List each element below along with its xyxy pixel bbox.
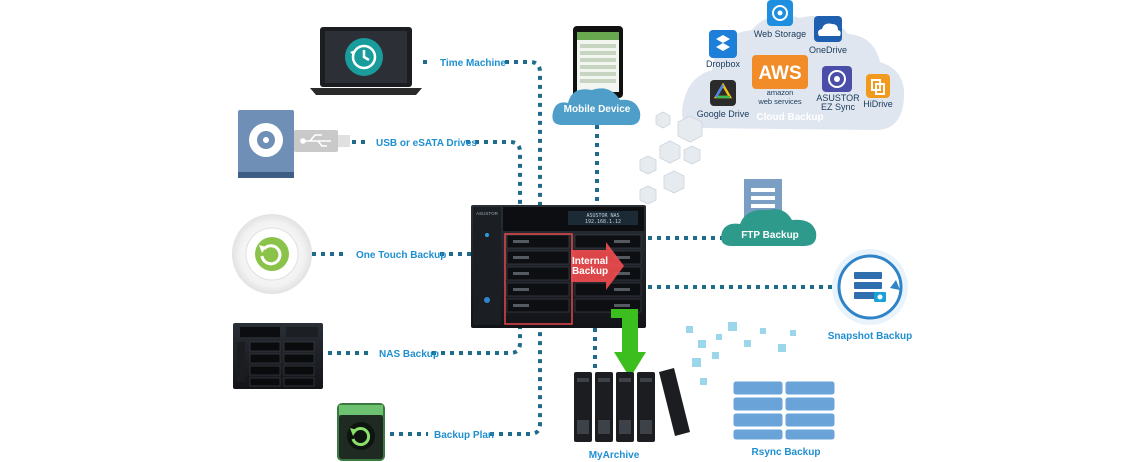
line-usb-drives: [352, 140, 522, 205]
sync-icon: [347, 422, 375, 450]
label-aws-line2: web services: [757, 97, 802, 106]
mobile-device-cloud: Mobile Device: [552, 88, 641, 126]
mobile-phone: [573, 26, 623, 98]
google-drive-icon: [710, 80, 736, 106]
ftp-server: FTP Backup: [721, 179, 817, 246]
aws-icon: [752, 55, 808, 89]
nas-device-small: [233, 323, 323, 389]
nas-lcd-line1: ASUSTOR NAS: [586, 213, 619, 219]
label-internal-backup-1: Internal: [572, 256, 608, 267]
label-asustor-line2: EZ Sync: [821, 102, 856, 112]
snapshot-icon: [832, 249, 908, 325]
cloud-backup-title: Cloud Backup: [756, 112, 823, 123]
myarchive-arrow: [611, 309, 646, 378]
label-snapshot-backup: Snapshot Backup: [828, 331, 912, 342]
label-asustor-line1: ASUSTOR: [816, 93, 860, 103]
label-web-storage: Web Storage: [754, 29, 806, 39]
label-rsync-backup: Rsync Backup: [752, 447, 821, 458]
label-usb-drives: USB or eSATA Drives: [376, 138, 477, 149]
sync-icon: [255, 237, 289, 271]
label-time-machine: Time Machine: [440, 58, 506, 69]
myarchive-drives: [574, 368, 690, 442]
nas-brand: ASUSTOR: [476, 211, 498, 216]
label-onedrive: OneDrive: [809, 45, 847, 55]
line-backup-plan: [390, 328, 542, 436]
internal-backup-arrow: Internal Backup: [571, 242, 624, 290]
label-dropbox: Dropbox: [706, 59, 741, 69]
aws-logo-text: AWS: [758, 63, 801, 84]
cloud-backup-cluster: Dropbox Web Storage OneDrive AWS amazon …: [682, 0, 905, 130]
line-time-machine: [423, 60, 542, 205]
label-nas-backup: NAS Backup: [379, 349, 439, 360]
external-drive-usb: [238, 110, 350, 178]
rsync-servers: [732, 380, 836, 441]
nas-lcd-line2: 192.168.1.12: [585, 219, 621, 225]
decor-pixels: [686, 322, 796, 385]
label-aws-line1: amazon: [767, 88, 794, 97]
label-hidrive: HiDrive: [863, 99, 893, 109]
backup-plan-device: [337, 403, 385, 461]
connection-lines: [312, 60, 838, 436]
label-google-drive: Google Drive: [697, 109, 750, 119]
label-myarchive: MyArchive: [589, 450, 640, 461]
usb-icon: [300, 134, 331, 147]
label-internal-backup-2: Backup: [572, 266, 608, 277]
one-touch-button: [232, 214, 312, 294]
laptop-time-machine: [310, 27, 422, 95]
decor-cubes: [639, 111, 703, 205]
label-mobile-device: Mobile Device: [564, 104, 631, 115]
label-one-touch: One Touch Backup: [356, 250, 446, 261]
clock-icon: [350, 44, 377, 70]
label-backup-plan: Backup Plan: [434, 430, 494, 441]
line-nas-backup: [328, 328, 522, 355]
label-ftp-backup: FTP Backup: [741, 230, 799, 241]
